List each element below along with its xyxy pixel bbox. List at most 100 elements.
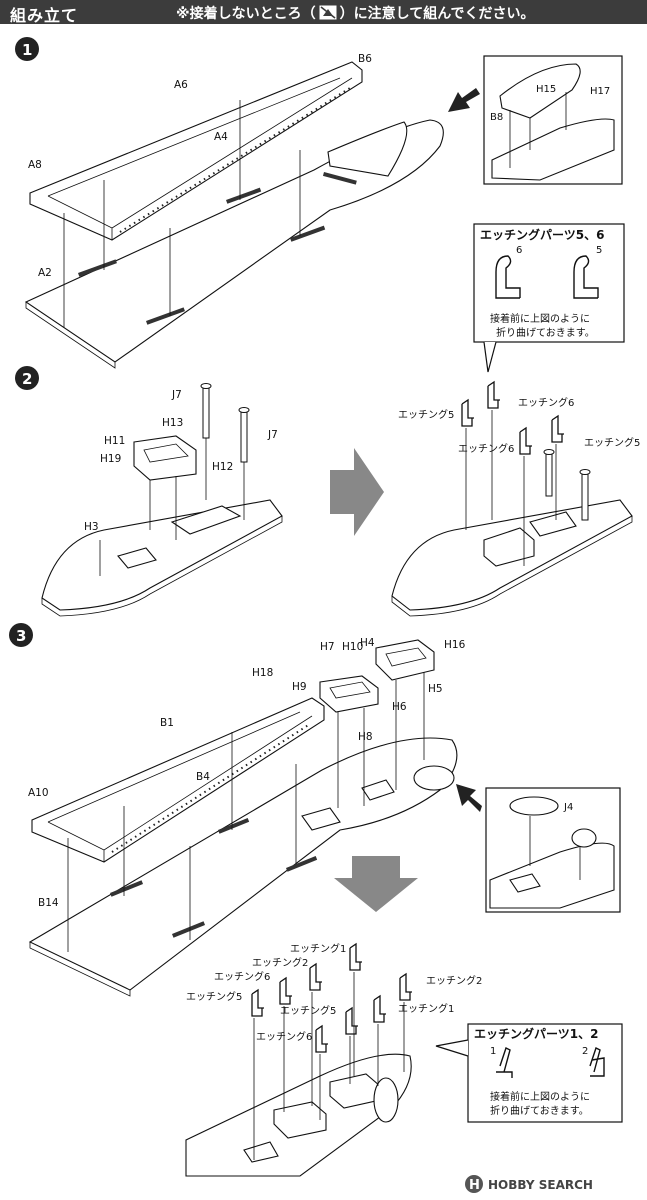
watermark-badge-letter: H: [469, 1178, 480, 1193]
etching-box-5-6-frame: [473, 223, 625, 343]
label-etching1-right3: エッチング1: [398, 1002, 454, 1015]
header-note-suffix: ）に注意して組んでください。: [339, 6, 535, 22]
deck-hatch: [117, 547, 157, 569]
instruction-header: 組み立て ※接着しないところ（ ）に注意して組んでください。: [0, 0, 647, 25]
etching-5-shape: [573, 255, 599, 299]
arrow-step-3-result: [334, 856, 418, 912]
label-H11: H11: [104, 435, 125, 447]
etching-2-part: [399, 973, 413, 1001]
label-B14: B14: [38, 897, 59, 909]
deck-housing: [170, 505, 242, 535]
label-H10: H10: [342, 641, 363, 653]
etching-1-part: [373, 995, 387, 1023]
label-H7: H7: [320, 641, 335, 653]
etching-2-part: [309, 963, 323, 991]
label-A2: A2: [38, 267, 52, 279]
etching-box-1-2-pointer: [435, 1039, 469, 1057]
step-1-deck-edge: [25, 302, 116, 369]
label-H9: H9: [292, 681, 307, 693]
result-leader-lines: [465, 410, 557, 566]
etching-box-1-2: エッチングパーツ1、2 1 2 接着前に上図のように 折り曲げておきます。: [435, 1023, 623, 1123]
step-3-badge: [9, 623, 33, 647]
etching-box-5-6-note-2: 折り曲げておきます。: [496, 326, 595, 339]
h10-inner: [329, 681, 371, 699]
label-H13: H13: [162, 417, 183, 429]
etching-box-5-6-note-1: 接着前に上図のように: [490, 312, 590, 325]
slot: [146, 307, 185, 325]
etching-6-part: [519, 427, 533, 455]
step-2-leader-lines: [99, 438, 245, 576]
label-J7-right: J7: [267, 429, 278, 441]
result-post-top: [579, 469, 591, 475]
label-B8: B8: [490, 112, 503, 123]
inset3-deck: [489, 842, 615, 909]
watermark-text: HOBBY SEARCH: [488, 1178, 593, 1192]
result-post-2: [545, 451, 553, 497]
result-deck-edge: [391, 516, 633, 617]
deck-hatch-3: [301, 807, 341, 831]
inset3-leader: [529, 816, 581, 880]
label-etching5-right: エッチング5: [584, 436, 640, 449]
step-3-leader-lines: [67, 672, 425, 952]
etching-6-part: [279, 977, 293, 1005]
part-A8: [29, 61, 363, 241]
label-J4: J4: [563, 802, 573, 813]
inset3-hatch: [509, 873, 541, 893]
label-B1: B1: [160, 717, 174, 729]
etching-box-1-2-note-1: 接着前に上図のように: [490, 1090, 590, 1103]
label-etching6-mid3: エッチング6: [256, 1030, 312, 1043]
etching-box-1-2-frame: [467, 1023, 623, 1123]
etching-box-5-6-title: エッチングパーツ5、6: [480, 227, 604, 242]
label-etching2-right3: エッチング2: [426, 974, 482, 987]
result3-leader-lines: [253, 972, 405, 1160]
label-etching6-mid: エッチング6: [458, 442, 514, 455]
arrow-inset-1: [448, 88, 480, 112]
etching-5-part: [461, 399, 475, 427]
result-hatch: [529, 511, 577, 537]
step-2-deck-edge: [41, 516, 283, 617]
frame-inner: [47, 77, 353, 240]
label-etching6-top: エッチング6: [518, 396, 574, 409]
etching-5-part: [251, 989, 265, 1017]
step-3-number: 3: [16, 627, 26, 645]
part-H16: [375, 639, 435, 681]
header-note: ※接着しないところ（ ）に注意して組んでください。: [176, 3, 535, 23]
etching-box-5-6: エッチングパーツ5、6 6 5 接着前に上図のように 折り曲げておきます。: [473, 223, 625, 373]
frame3-holes: [111, 723, 311, 853]
arrow-inset-3: [456, 784, 482, 812]
etching-box-5-6-part-b: 5: [596, 245, 602, 256]
step-2-badge: [15, 366, 39, 390]
header-title: 組み立て: [10, 6, 79, 25]
watermark: H HOBBY SEARCH: [465, 1175, 593, 1193]
result3-float: [373, 1077, 399, 1123]
slot: [226, 187, 262, 204]
label-H12: H12: [212, 461, 233, 473]
label-H18: H18: [252, 667, 273, 679]
label-H5: H5: [428, 683, 443, 695]
label-A8: A8: [28, 159, 42, 171]
step-3-deck-edge: [29, 942, 131, 997]
header-note-prefix: ※接着しないところ（: [176, 6, 316, 22]
label-H6: H6: [392, 701, 407, 713]
slot: [322, 172, 357, 185]
label-etching1-top: エッチング1: [290, 942, 346, 955]
step-1: 1 B6 A6 A4 A8 A2 H15 H17 B8: [15, 37, 623, 369]
label-H4: H4: [360, 637, 375, 649]
part-J7-left: [200, 383, 212, 439]
label-H16: H16: [444, 639, 466, 651]
label-etching5-left: エッチング5: [398, 408, 454, 421]
etching-1-shape: [496, 1047, 513, 1078]
step-1-bow-housing: [327, 121, 408, 177]
etching-6-part: [487, 381, 501, 409]
part-H10: [319, 675, 379, 713]
step-3-deck: [28, 737, 458, 991]
label-H8: H8: [358, 731, 373, 743]
slot: [286, 856, 318, 872]
etching-box-1-2-title: エッチングパーツ1、2: [474, 1026, 598, 1041]
etching-box-1-2-part-a: 1: [490, 1046, 496, 1057]
etching-1-part: [349, 943, 363, 971]
h16-inner: [385, 647, 427, 667]
part-J7-right: [238, 407, 250, 463]
result-housing: [483, 527, 535, 567]
slot: [218, 818, 250, 834]
